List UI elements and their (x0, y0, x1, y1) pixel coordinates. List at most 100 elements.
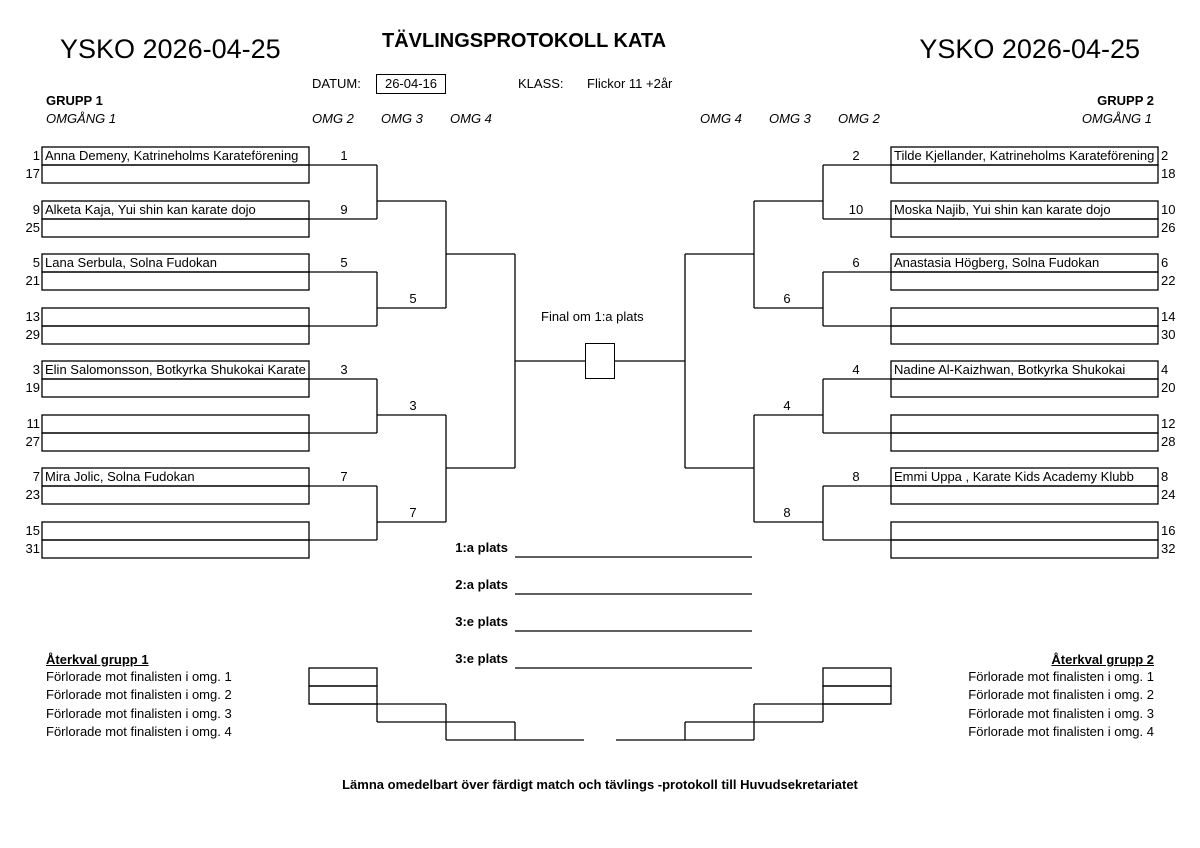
repechage2-title: Återkval grupp 2 (1051, 652, 1154, 667)
seed-number: 29 (25, 327, 40, 342)
group2-entry-empty-box[interactable] (890, 164, 1159, 184)
competitor-name[interactable] (42, 522, 308, 540)
seed-number: 6 (1161, 255, 1169, 270)
repechage-item: Förlorade mot finalisten i omg. 4 (46, 723, 232, 739)
competitor-name[interactable]: Emmi Uppa , Karate Kids Academy Klubb (894, 469, 1134, 484)
repechage-item: Förlorade mot finalisten i omg. 4 (968, 723, 1154, 739)
klass-label: KLASS: (518, 76, 564, 91)
group2-entry-empty-box[interactable] (890, 325, 1159, 345)
seed-number: 19 (25, 380, 40, 395)
repechage-item: Förlorade mot finalisten i omg. 2 (46, 687, 232, 703)
omg3-winner[interactable]: 8 (783, 505, 791, 520)
group1-entry-empty-box[interactable] (41, 485, 310, 505)
competitor-name[interactable]: Anastasia Högberg, Solna Fudokan (894, 255, 1100, 270)
final-label: Final om 1:a plats (541, 309, 644, 324)
omg2-winner[interactable]: 6 (852, 255, 860, 270)
seed-number: 8 (1161, 469, 1169, 484)
competitor-name[interactable]: Moska Najib, Yui shin kan karate dojo (894, 202, 1111, 217)
placing-label: 3:e plats (455, 651, 508, 666)
competitor-name[interactable] (42, 308, 308, 326)
seed-number: 4 (1161, 362, 1169, 377)
competitor-name[interactable]: Mira Jolic, Solna Fudokan (45, 469, 195, 484)
group2-entry-empty-box[interactable] (890, 218, 1159, 238)
group2-repechage-box[interactable] (822, 667, 892, 687)
competitor-name[interactable]: Anna Demeny, Katrineholms Karateförening (45, 148, 299, 163)
group2-entry-empty-box[interactable] (890, 271, 1159, 291)
final-box[interactable] (585, 343, 615, 379)
competitor-name[interactable]: Nadine Al-Kaizhwan, Botkyrka Shukokai Ka… (894, 362, 1126, 377)
omg2-winner[interactable]: 5 (340, 255, 348, 270)
omg3-winner[interactable]: 6 (783, 291, 791, 306)
group2-entry-empty-box[interactable] (890, 539, 1159, 559)
seed-number: 9 (32, 202, 40, 217)
group1-entry-empty-box[interactable] (41, 271, 310, 291)
group1-entry-empty-box[interactable] (41, 164, 310, 184)
omg2-winner[interactable]: 7 (340, 469, 348, 484)
repechage-item: Förlorade mot finalisten i omg. 3 (968, 705, 1154, 721)
omg3-winner[interactable]: 5 (409, 291, 417, 306)
seed-number: 30 (1161, 327, 1176, 342)
klass-value: Flickor 11 +2år (587, 76, 673, 91)
seed-number: 12 (1161, 416, 1176, 431)
omg3-winner[interactable]: 4 (783, 398, 791, 413)
group1-entry-empty-box[interactable] (41, 378, 310, 398)
group2-omg4-header: OMG 4 (700, 111, 742, 126)
omg3-winner[interactable]: 7 (409, 505, 417, 520)
omg3-winner[interactable]: 3 (409, 398, 417, 413)
omg2-winner[interactable]: 9 (340, 202, 348, 217)
omg2-winner[interactable]: 8 (852, 469, 860, 484)
group2-entry-empty-box[interactable] (890, 378, 1159, 398)
group1-entry-empty-box[interactable] (41, 432, 310, 452)
omg2-winner[interactable]: 3 (340, 362, 348, 377)
page-title: TÄVLINGSPROTOKOLL KATA (382, 30, 667, 52)
seed-number: 24 (1161, 487, 1176, 502)
seed-number: 16 (1161, 523, 1176, 538)
competitor-name[interactable]: Alketa Kaja, Yui shin kan karate dojo (45, 202, 256, 217)
group1-repechage-box[interactable] (308, 667, 378, 687)
seed-number: 22 (1161, 273, 1176, 288)
seed-number: 32 (1161, 541, 1176, 556)
datum-field[interactable]: 26-04-16 (376, 74, 446, 94)
repechage1-title: Återkval grupp 1 (46, 652, 149, 667)
group2-omg2-header: OMG 2 (838, 111, 880, 126)
group1-repechage-box[interactable] (308, 685, 378, 705)
group1-entry-empty-box[interactable] (41, 539, 310, 559)
seed-number: 14 (1161, 309, 1176, 324)
left-event-title: YSKO 2026-04-25 (60, 34, 281, 64)
omg2-winner[interactable]: 1 (340, 148, 348, 163)
competitor-name[interactable] (891, 308, 1157, 326)
repechage-item: Förlorade mot finalisten i omg. 1 (46, 669, 232, 684)
seed-number: 28 (1161, 434, 1176, 449)
group1-round1-label: OMGÅNG 1 (46, 111, 117, 126)
competitor-name[interactable]: Elin Salomonsson, Botkyrka Shukokai Kara… (45, 362, 306, 377)
seed-number: 2 (1161, 148, 1169, 163)
competitor-name[interactable] (42, 415, 308, 433)
seed-number: 20 (1161, 380, 1176, 395)
seed-number: 25 (25, 220, 40, 235)
omg2-winner[interactable]: 10 (848, 202, 864, 217)
seed-number: 18 (1161, 166, 1176, 181)
seed-number: 21 (25, 273, 40, 288)
group1-entry-empty-box[interactable] (41, 218, 310, 238)
group1-entry-empty-box[interactable] (41, 325, 310, 345)
group2-entry-empty-box[interactable] (890, 485, 1159, 505)
seed-number: 5 (32, 255, 40, 270)
seed-number: 7 (32, 469, 40, 484)
seed-number: 3 (32, 362, 40, 377)
competitor-name[interactable] (891, 415, 1157, 433)
competitor-name[interactable]: Tilde Kjellander, Katrineholms Karateför… (894, 148, 1155, 163)
repechage-item: Förlorade mot finalisten i omg. 3 (46, 705, 232, 721)
competitor-name[interactable] (891, 522, 1157, 540)
seed-number: 1 (32, 148, 40, 163)
seed-number: 13 (25, 309, 40, 324)
group2-title: GRUPP 2 (1097, 93, 1154, 108)
group2-repechage-box[interactable] (822, 685, 892, 705)
competitor-name[interactable]: Lana Serbula, Solna Fudokan (45, 255, 218, 270)
datum-label: DATUM: (312, 76, 361, 91)
omg2-winner[interactable]: 4 (852, 362, 860, 377)
placing-label: 2:a plats (455, 577, 508, 592)
omg2-winner[interactable]: 2 (852, 148, 860, 163)
repechage-item: Förlorade mot finalisten i omg. 2 (968, 687, 1154, 703)
group2-entry-empty-box[interactable] (890, 432, 1159, 452)
